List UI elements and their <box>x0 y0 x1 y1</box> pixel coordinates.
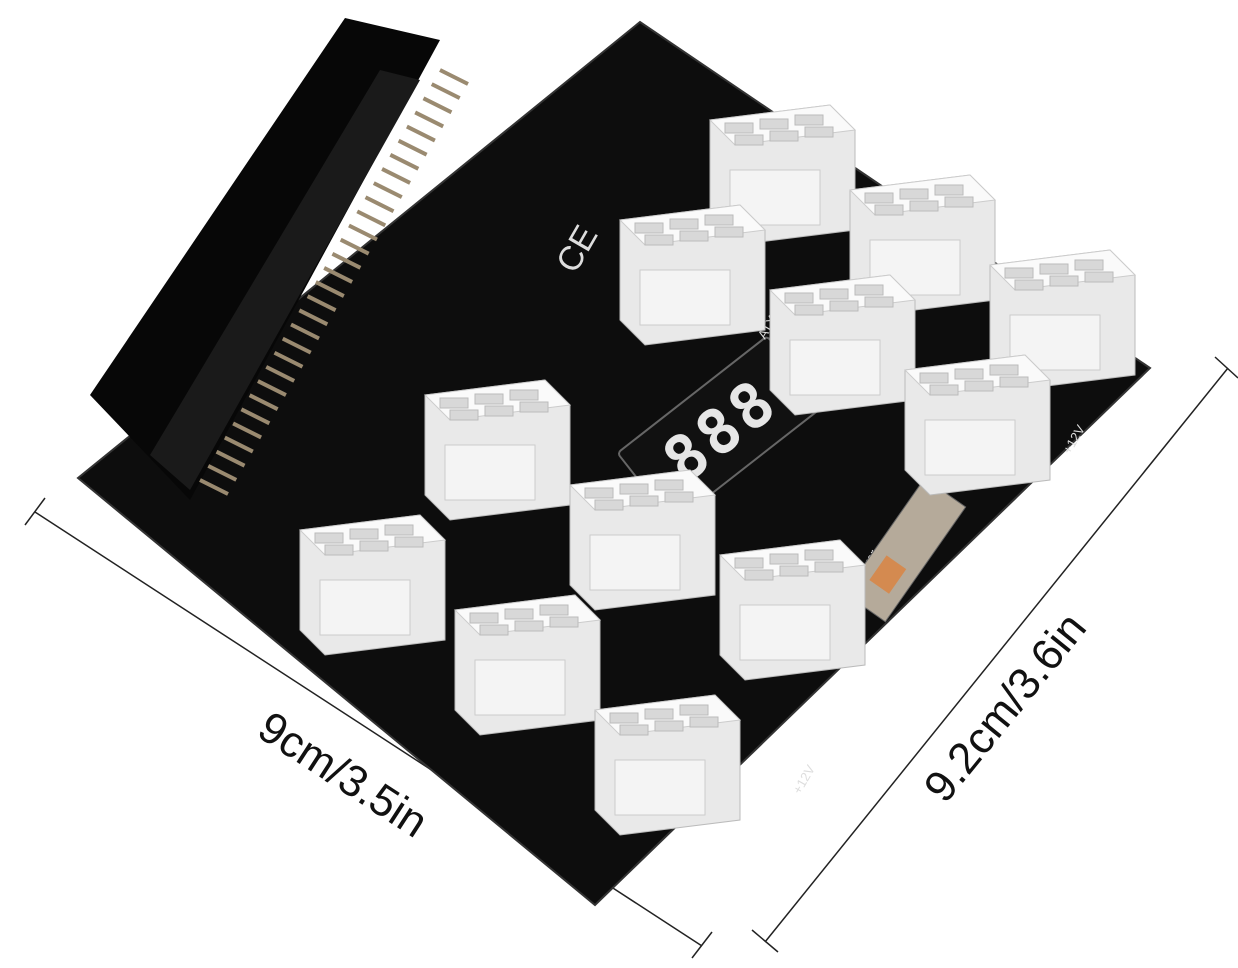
edge-pin <box>356 209 387 228</box>
pcie-6pin-connector <box>718 539 867 681</box>
edge-pin <box>389 153 420 171</box>
edge-pin <box>199 478 229 496</box>
edge-pin <box>339 237 370 256</box>
edge-pin <box>323 266 354 284</box>
height-dimension-tick-bottom <box>751 929 779 953</box>
pcie-6pin-connector <box>903 354 1052 496</box>
edge-pin <box>273 350 304 369</box>
edge-pin <box>240 407 271 426</box>
pcie-6pin-connector <box>618 204 767 346</box>
edge-pin <box>331 252 362 270</box>
height-label: 9.2cm/3.6in <box>915 604 1096 812</box>
pcie-6pin-connector <box>298 514 447 656</box>
edge-pin <box>248 393 279 411</box>
edge-pin <box>430 82 461 100</box>
edge-pin <box>215 449 246 468</box>
edge-pin <box>314 280 345 298</box>
pcie-6pin-connector <box>593 694 742 836</box>
edge-pin <box>281 336 312 355</box>
edge-pin <box>372 181 403 199</box>
edge-pin <box>306 294 337 312</box>
pcie-6pin-connector <box>423 379 572 521</box>
edge-pin <box>232 421 262 440</box>
edge-pin <box>348 223 378 242</box>
edge-connector <box>90 18 469 500</box>
edge-pin <box>439 68 469 86</box>
pcie-6pin-connector <box>988 249 1137 391</box>
height-dimension-tick-top <box>1214 356 1238 379</box>
edge-pin <box>422 96 453 115</box>
width-dimension-tick-right <box>691 931 713 959</box>
edge-pin <box>381 167 411 185</box>
edge-pin <box>223 435 254 454</box>
silk-12v-bottom: +12V <box>790 762 819 796</box>
edge-pin <box>414 110 445 129</box>
edge-pin <box>207 464 238 482</box>
edge-pin <box>290 322 320 341</box>
pcie-6pin-connector <box>568 469 717 611</box>
pcie-6pin-connector <box>768 274 917 416</box>
pcie-6pin-connector <box>453 594 602 736</box>
edge-pin <box>406 124 436 143</box>
width-dimension-tick-left <box>24 497 46 526</box>
height-dimension-line <box>764 367 1229 943</box>
edge-pin <box>298 308 329 327</box>
height-dimension <box>751 356 1238 953</box>
edge-pin <box>257 379 287 397</box>
edge-pin <box>265 365 296 383</box>
edge-pin <box>364 195 395 214</box>
edge-pin <box>397 138 428 157</box>
